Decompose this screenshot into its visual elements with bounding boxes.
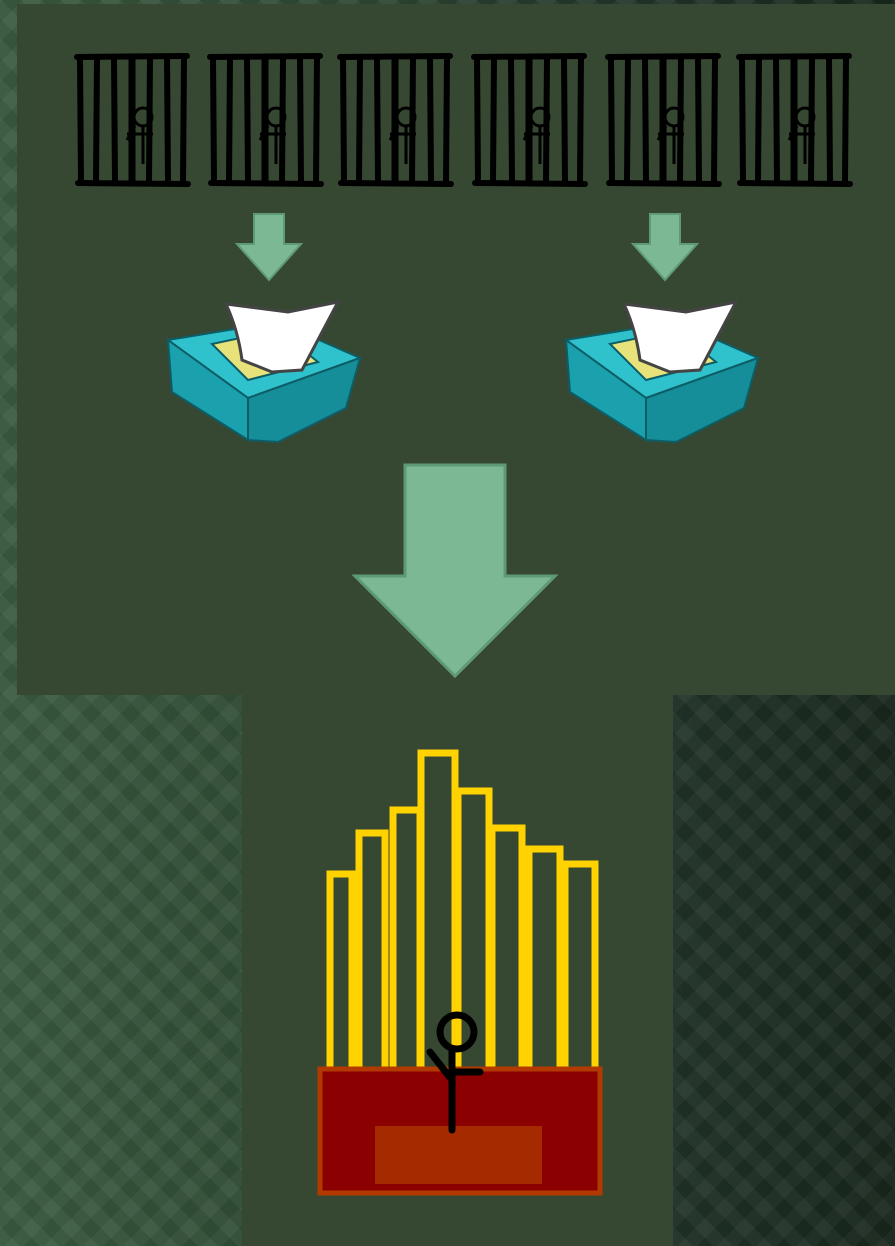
jail-cell-icon xyxy=(210,56,321,184)
jail-cell-icon xyxy=(739,56,850,184)
jail-cell-icon xyxy=(608,56,719,184)
jail-cell-icon xyxy=(474,56,585,184)
pipe-organ-icon xyxy=(320,753,600,1193)
jail-cell-icon xyxy=(340,56,451,184)
down-arrow-icon xyxy=(633,214,697,280)
down-arrow-icon xyxy=(237,214,301,280)
down-arrow-icon xyxy=(355,465,555,676)
jail-cell-icon xyxy=(77,56,188,184)
tissue-box-icon xyxy=(168,302,360,442)
tissue-box-icon xyxy=(566,302,758,442)
